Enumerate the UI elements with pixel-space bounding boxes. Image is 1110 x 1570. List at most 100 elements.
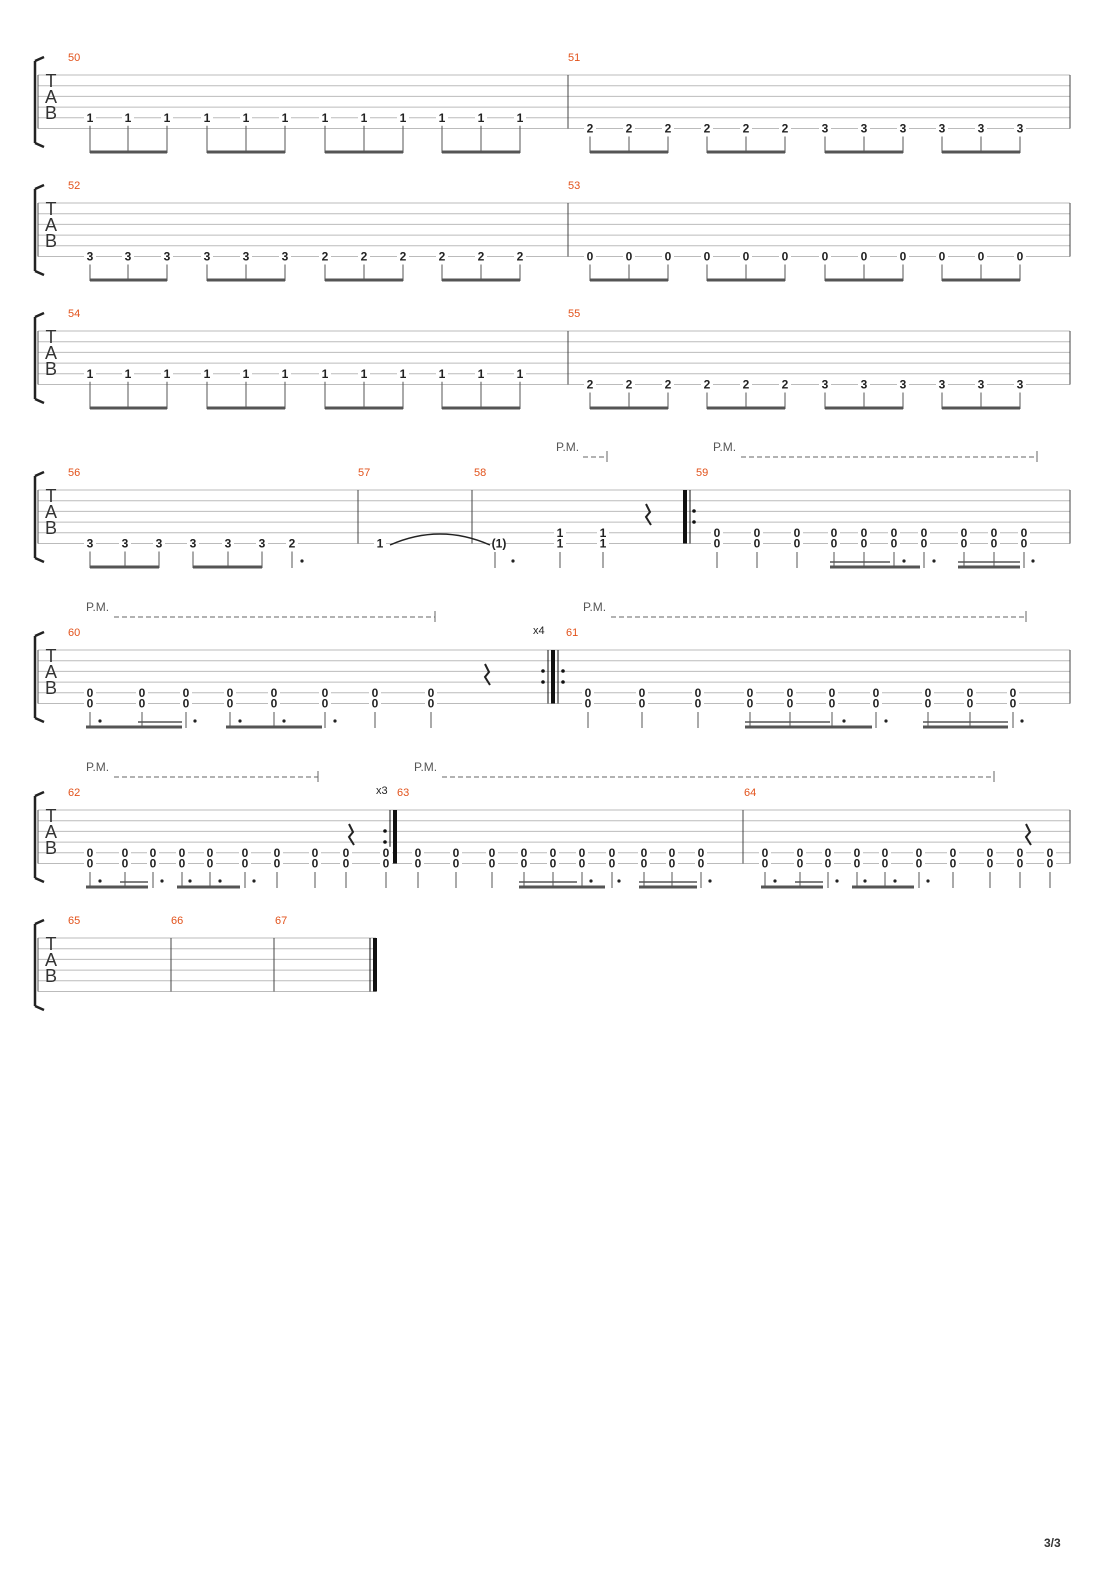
fret-number: 0: [665, 250, 672, 264]
fret-bg: [271, 857, 283, 870]
fret-bg: [759, 857, 771, 870]
quarter-rest: [644, 503, 652, 526]
tab-clef-letter: B: [45, 678, 57, 698]
dot: [863, 879, 867, 883]
fret-bg: [888, 526, 900, 539]
fret-number: 0: [489, 846, 496, 860]
measure-number: 51: [568, 52, 580, 64]
fret-number: 3: [243, 250, 250, 264]
fret-number: 0: [179, 846, 186, 860]
fret-bg: [204, 857, 216, 870]
fret-bg: [751, 526, 763, 539]
fret-bg: [450, 846, 462, 859]
fret-bg: [1014, 122, 1026, 135]
fret-bg: [791, 537, 803, 550]
fret-bg: [369, 686, 381, 699]
fret-bg: [879, 846, 891, 859]
fret-number: 0: [521, 857, 528, 871]
fret-number: 0: [695, 697, 702, 711]
dot: [884, 719, 888, 723]
fret-bg: [358, 111, 370, 124]
fret-bg: [436, 250, 448, 263]
fret-bg: [279, 367, 291, 380]
fret-bg: [958, 526, 970, 539]
fret-bg: [988, 537, 1000, 550]
fret-bg: [695, 846, 707, 859]
measure-number: 59: [696, 467, 708, 479]
fret-bg: [913, 846, 925, 859]
repeat-dot: [541, 669, 545, 673]
fret-number: 1: [282, 367, 289, 381]
fret-bg: [1014, 846, 1026, 859]
fret-bg: [744, 697, 756, 710]
tab-clef-letter: A: [45, 343, 57, 363]
fret-bg: [374, 537, 386, 550]
fret-bg: [84, 537, 96, 550]
fret-number: 0: [861, 526, 868, 540]
fret-bg: [340, 846, 352, 859]
fret-number: 1: [361, 111, 368, 125]
fret-number: 0: [987, 857, 994, 871]
fret-number: 0: [415, 857, 422, 871]
fret-bg: [436, 111, 448, 124]
measure-number: 50: [68, 52, 80, 64]
fret-bg: [1044, 846, 1056, 859]
fret-bg: [475, 367, 487, 380]
fret-bg: [240, 111, 252, 124]
fret-number: 0: [747, 697, 754, 711]
fret-number: 0: [550, 846, 557, 860]
fret-bg: [964, 697, 976, 710]
fret-number: 0: [854, 846, 861, 860]
fret-bg: [397, 250, 409, 263]
fret-bg: [947, 857, 959, 870]
fret-number: 2: [665, 122, 672, 136]
dot: [773, 879, 777, 883]
fret-bg: [84, 686, 96, 699]
fret-bg: [204, 846, 216, 859]
tab-clef-letter: A: [45, 87, 57, 107]
dot: [98, 879, 102, 883]
fret-bg: [623, 250, 635, 263]
page-number: 3/3: [1044, 1536, 1061, 1550]
fret-number: 0: [322, 686, 329, 700]
fret-number: 2: [587, 122, 594, 136]
measure-number: 60: [68, 627, 80, 639]
fret-bg: [918, 526, 930, 539]
fret-bg: [636, 697, 648, 710]
fret-number: 1: [164, 111, 171, 125]
fret-bg: [623, 122, 635, 135]
fret-number: 2: [289, 537, 296, 551]
fret-number: 1: [322, 367, 329, 381]
fret-number: 0: [343, 857, 350, 871]
fret-number: 0: [271, 686, 278, 700]
fret-number: 2: [478, 250, 485, 264]
system-bracket: [33, 630, 45, 724]
fret-bg: [224, 686, 236, 699]
fret-number: 0: [714, 537, 721, 551]
fret-number: 0: [274, 857, 281, 871]
fret-bg: [369, 697, 381, 710]
fret-bg: [425, 686, 437, 699]
tab-clef-letter: T: [46, 486, 57, 506]
palm-mute-label: P.M.: [556, 440, 579, 454]
fret-number: 1: [557, 537, 564, 551]
fret-number: 0: [122, 857, 129, 871]
fret-number: 2: [587, 378, 594, 392]
repeat-dot: [541, 680, 545, 684]
fret-bg: [779, 122, 791, 135]
fret-number: 2: [704, 122, 711, 136]
fret-number: 0: [587, 250, 594, 264]
fret-number: 0: [641, 857, 648, 871]
fret-number: 3: [822, 378, 829, 392]
fret-number: 0: [991, 526, 998, 540]
fret-bg: [319, 367, 331, 380]
tab-clef-letter: A: [45, 502, 57, 522]
fret-bg: [222, 537, 234, 550]
fret-number: 0: [242, 846, 249, 860]
fret-bg: [224, 697, 236, 710]
fret-number: 0: [641, 846, 648, 860]
repeat-dot: [383, 829, 387, 833]
fret-bg: [701, 122, 713, 135]
fret-bg: [692, 697, 704, 710]
dot: [1031, 559, 1035, 563]
